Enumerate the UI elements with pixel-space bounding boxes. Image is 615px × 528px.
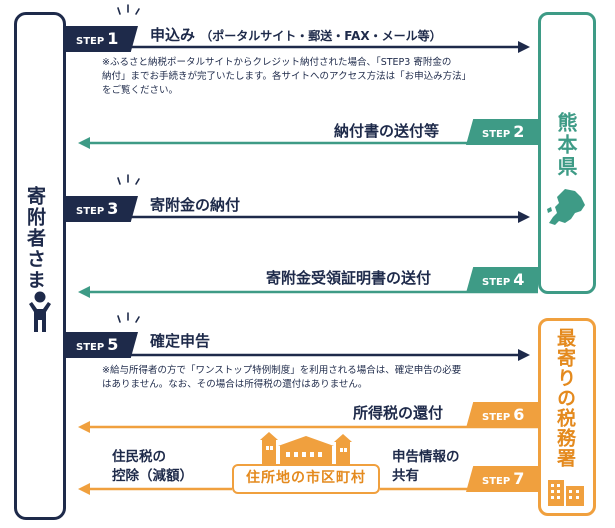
person-icon (29, 291, 51, 332)
kumamoto-map-icon (547, 189, 585, 225)
step6-title: 所得税の還付 (353, 404, 444, 422)
step1-title: 申込み （ポータルサイト・郵送・FAX・メール等） (150, 26, 442, 44)
step4-title: 寄附金受領証明書の送付 (266, 269, 432, 287)
tax-office-label: 最寄りの税務署 (554, 328, 576, 468)
step5-note: ※給与所得者の方で「ワンストップ特例制度」を利用される場合は、確定申告の必要 は… (102, 365, 462, 390)
town-icon (260, 432, 352, 466)
municipality-box: 住所地の市区町村 (232, 464, 380, 494)
resident-tax-label: 住民税の 控除（減額） (112, 449, 193, 484)
report-share-label: 申告情報の 共有 (392, 449, 460, 484)
step1-note: ※ふるさと納税ポータルサイトからクレジット納付された場合、「STEP3 寄附金の… (102, 57, 472, 96)
step3-title: 寄附金の納付 (150, 196, 241, 214)
building-icon (548, 480, 584, 506)
prefecture-label: 熊本県 (554, 112, 578, 178)
step2-title: 納付書の送付等 (334, 122, 440, 140)
tax-office-box (538, 318, 596, 516)
donor-box (14, 12, 66, 520)
step5-title: 確定申告 (150, 332, 211, 350)
prefecture-box (538, 12, 596, 294)
donor-label: 寄附者さま (24, 186, 46, 291)
